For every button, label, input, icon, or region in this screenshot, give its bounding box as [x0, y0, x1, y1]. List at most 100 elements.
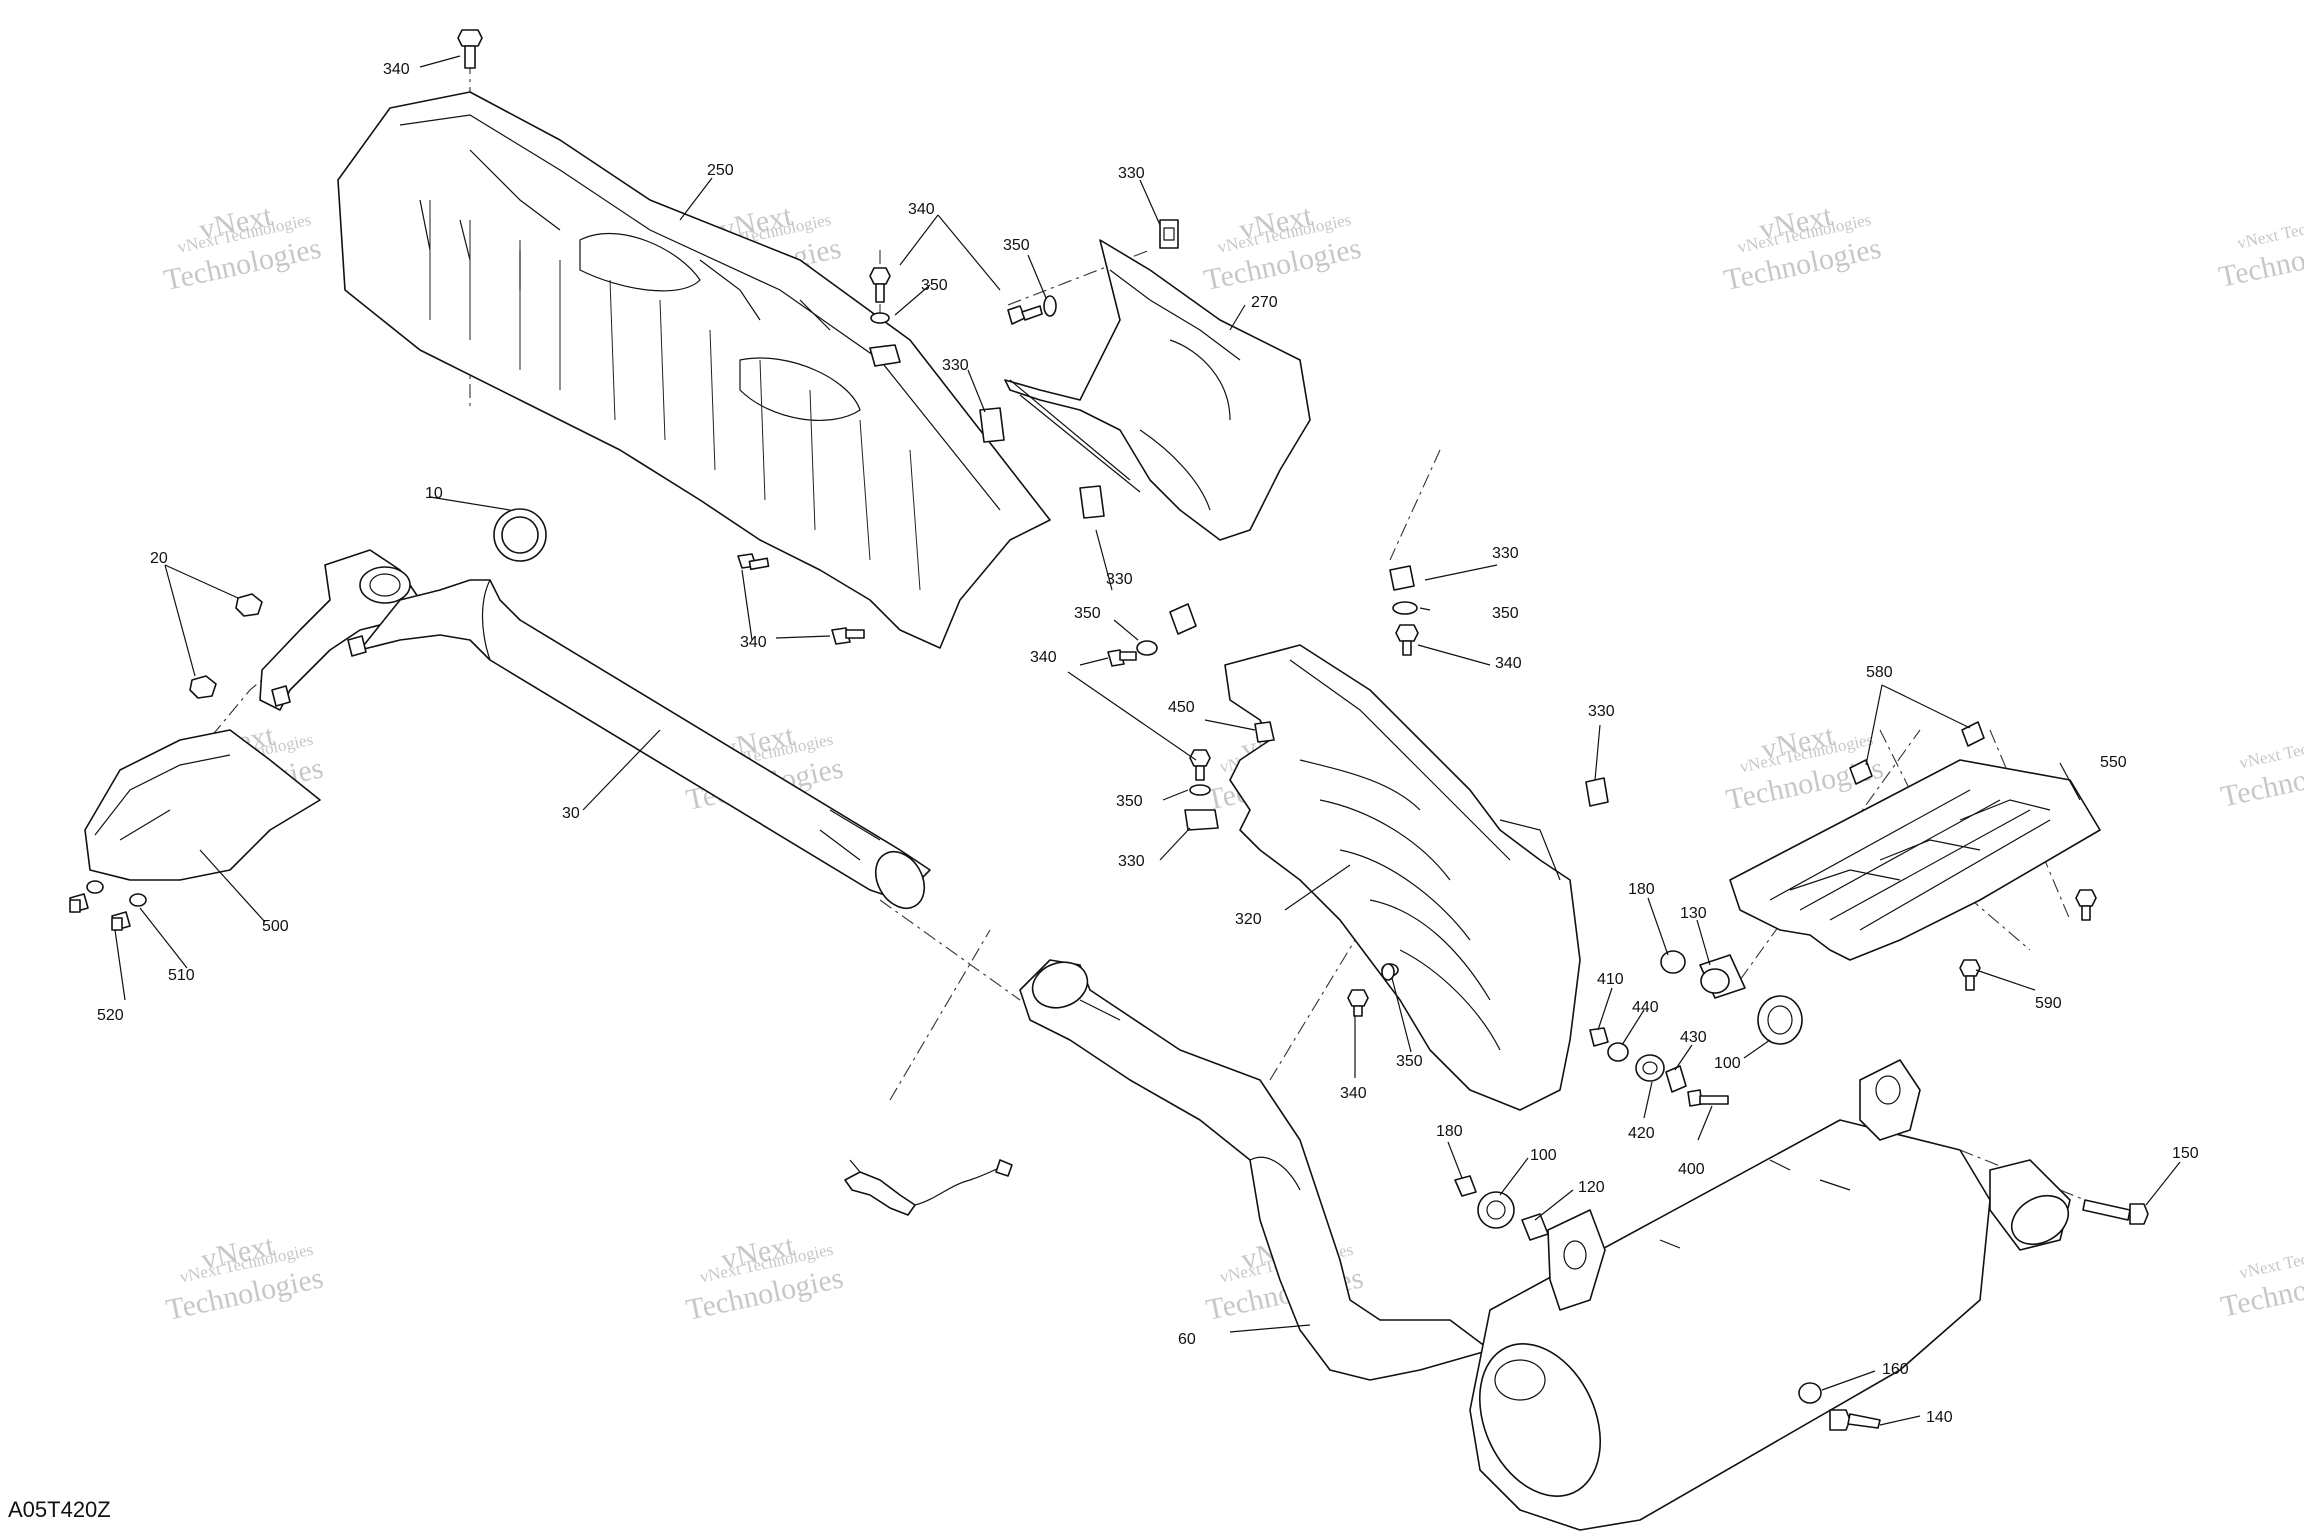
callout-250: 250: [707, 162, 734, 179]
callout-340: 340: [1495, 655, 1522, 672]
callout-330: 330: [1492, 545, 1519, 562]
callout-350: 350: [1074, 605, 1101, 622]
callout-340: 340: [383, 61, 410, 78]
clip-330: [979, 407, 1005, 443]
callout-100: 100: [1714, 1055, 1741, 1072]
callout-350: 350: [1003, 237, 1030, 254]
watermark-text: vNext: [1756, 199, 1835, 247]
washer-350: [1189, 784, 1211, 796]
drawing-code: A05T420Z: [8, 1497, 111, 1522]
nut-450: [1254, 721, 1275, 743]
callout-160: 160: [1882, 1361, 1909, 1378]
callout-350: 350: [921, 277, 948, 294]
nut-20: [189, 675, 217, 699]
heat-shield-500: [84, 729, 321, 881]
watermark: vNext Technologies Technologies vNext: [1721, 199, 1884, 297]
callout-330: 330: [1118, 853, 1145, 870]
watermark: vNext Technologies Technologies vNext: [161, 199, 324, 297]
washer-350: [1392, 601, 1418, 615]
bolt-340: [1007, 305, 1043, 325]
bolt-340: [457, 29, 483, 69]
callout-330: 330: [942, 357, 969, 374]
bolt-400: [1687, 1089, 1729, 1107]
callout-430: 430: [1680, 1029, 1707, 1046]
callout-330: 330: [1106, 571, 1133, 588]
clip-580: [1961, 721, 1985, 747]
callout-340: 340: [908, 201, 935, 218]
bolt-340: [1189, 749, 1211, 781]
gasket-10: [493, 508, 547, 562]
callout-590: 590: [2035, 995, 2062, 1012]
callout-350: 350: [1396, 1053, 1423, 1070]
watermark: vNext Technologies Technologies vNext: [1201, 199, 1364, 297]
watermark: vNext Technologies Technologies: [2216, 206, 2304, 294]
callout-420: 420: [1628, 1125, 1655, 1142]
washer-510: [86, 880, 104, 894]
sleeve-120: [1521, 1213, 1549, 1241]
spacer-180: [1660, 950, 1686, 974]
bolt-520: [69, 893, 89, 913]
callout-400: 400: [1678, 1161, 1705, 1178]
bolt-520: [111, 911, 131, 931]
washer-510: [129, 893, 147, 907]
washer-350: [1043, 295, 1057, 317]
callout-100: 100: [1530, 1147, 1557, 1164]
callout-450: 450: [1168, 699, 1195, 716]
bolt-340: [1395, 624, 1419, 656]
clip-330: [1159, 219, 1179, 249]
watermark: vNext Technologies Technologies: [2218, 1236, 2304, 1324]
bolt-340: [737, 553, 770, 571]
callout-150: 150: [2172, 1145, 2199, 1162]
callout-440: 440: [1632, 999, 1659, 1016]
bolt-340: [869, 267, 891, 303]
washer-350: [870, 312, 890, 324]
clip-330: [1389, 565, 1415, 591]
callout-350: 350: [1492, 605, 1519, 622]
callout-580: 580: [1866, 664, 1893, 681]
callout-350: 350: [1116, 793, 1143, 810]
watermark: vNext Technologies Technologies vNext: [683, 1229, 846, 1327]
bolt-340: [1107, 649, 1137, 667]
callout-330: 330: [1588, 703, 1615, 720]
bolt-590: [1959, 959, 1981, 991]
callout-20: 20: [150, 550, 168, 567]
callout-510: 510: [168, 967, 195, 984]
callout-270: 270: [1251, 294, 1278, 311]
watermark-text: vNext: [1758, 719, 1837, 767]
grommet-420: [1635, 1054, 1665, 1082]
clip-330: [1184, 809, 1219, 831]
grommet-100: [1477, 1191, 1515, 1229]
watermark: vNext Technologies Technologies: [2218, 726, 2304, 814]
callout-60: 60: [1178, 1331, 1196, 1348]
washer-350: [1381, 963, 1395, 981]
callout-520: 520: [97, 1007, 124, 1024]
sleeve-130: [1699, 954, 1746, 999]
callout-120: 120: [1578, 1179, 1605, 1196]
nut-20: [235, 593, 263, 617]
callout-10: 10: [425, 485, 443, 502]
callout-330: 330: [1118, 165, 1145, 182]
clip-330: [1585, 777, 1609, 807]
callout-410: 410: [1597, 971, 1624, 988]
callout-30: 30: [562, 805, 580, 822]
bolt-590: [2075, 889, 2097, 921]
nut-410: [1589, 1027, 1609, 1047]
washer-440: [1607, 1042, 1629, 1062]
sleeve-430: [1665, 1065, 1687, 1093]
callout-340: 340: [1030, 649, 1057, 666]
callout-320: 320: [1235, 911, 1262, 928]
leader-lines: [114, 55, 2181, 1426]
washer-350: [1136, 640, 1158, 656]
bolt-140: [1829, 1409, 1881, 1431]
clip-330: [869, 344, 901, 367]
heat-shield-320: [1224, 644, 1581, 1111]
oxygen-sensor: [844, 1159, 1013, 1216]
callout-180: 180: [1436, 1123, 1463, 1140]
callout-140: 140: [1926, 1409, 1953, 1426]
watermark-text: vNext: [718, 1229, 797, 1277]
heat-shield-550: [1729, 759, 2101, 961]
clip-330: [1169, 603, 1197, 635]
callout-340: 340: [740, 634, 767, 651]
washer-160: [1798, 1382, 1822, 1404]
